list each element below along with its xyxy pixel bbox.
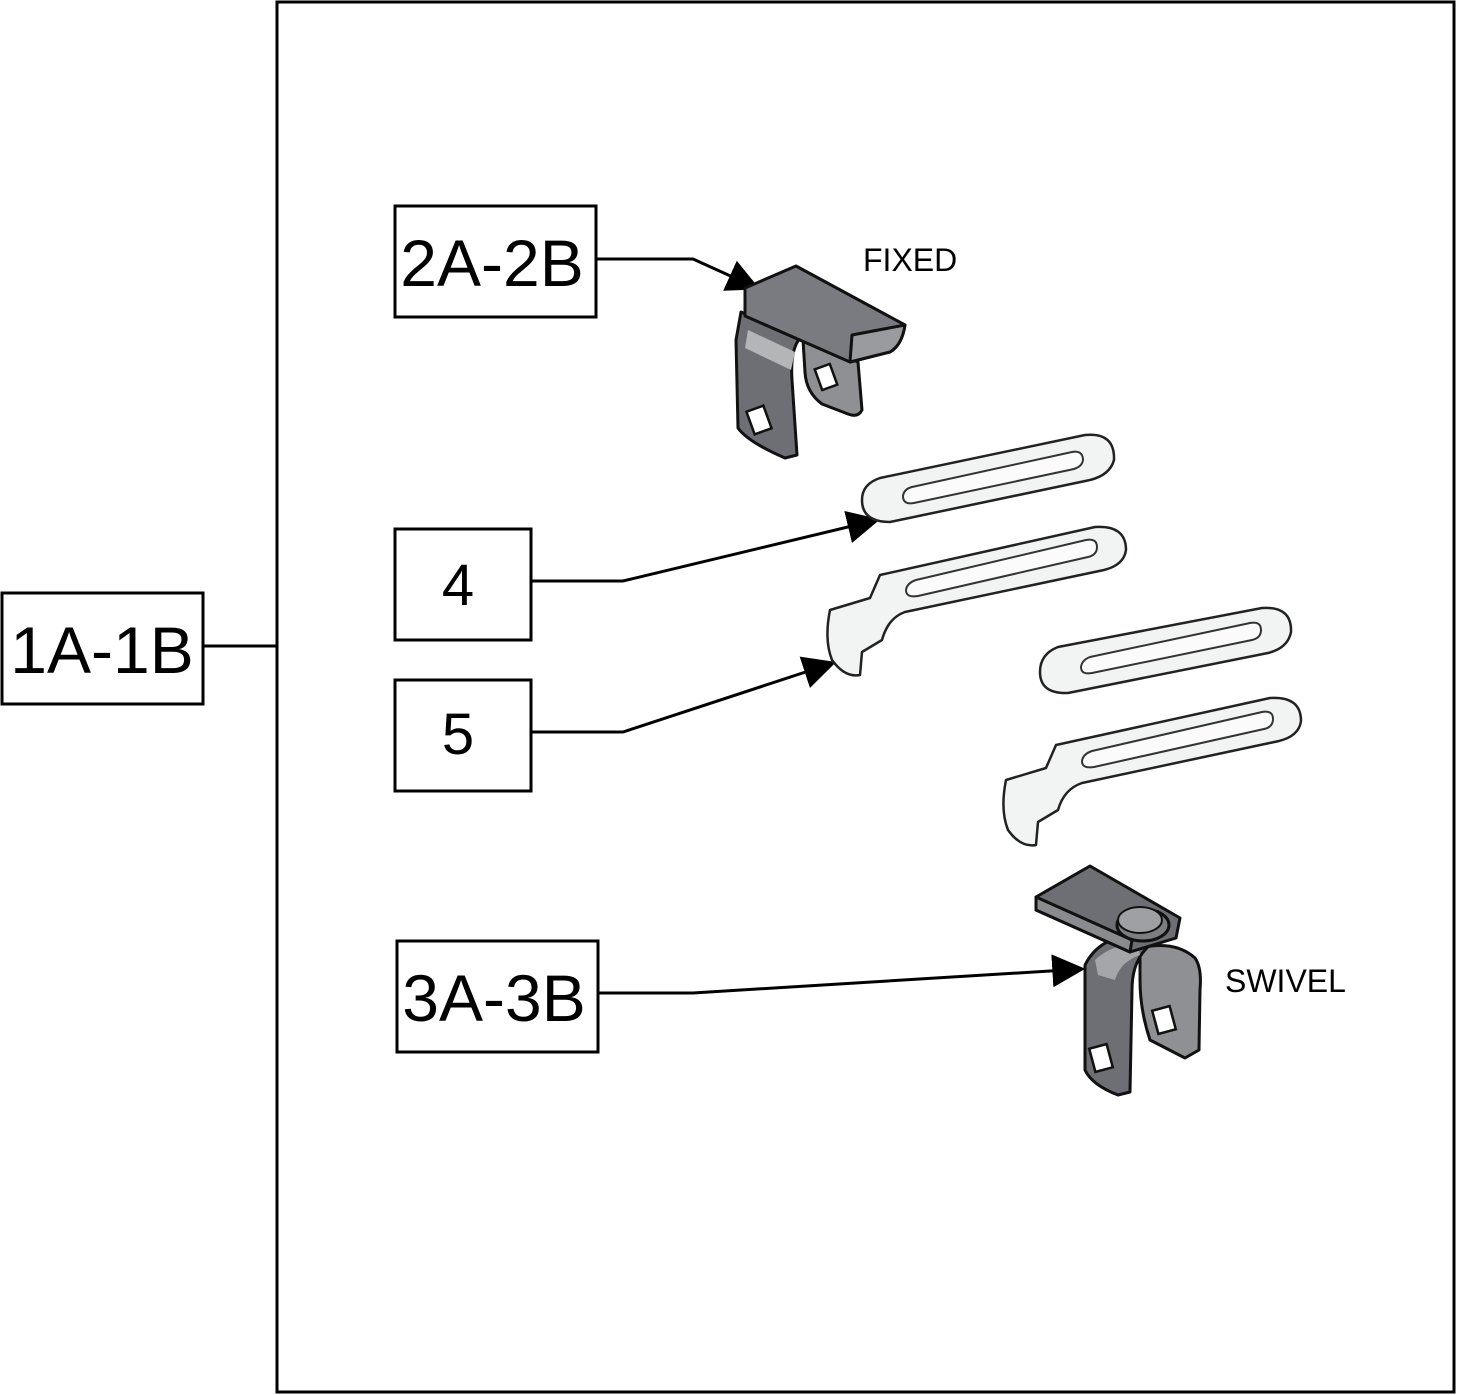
- callout-hooked-strap-label: 5: [442, 702, 474, 767]
- fixed-bracket-illustration: [734, 264, 907, 460]
- callout-swivel-bracket-label: 3A-3B: [402, 961, 585, 1035]
- callout-swivel-bracket: 3A-3B: [395, 939, 600, 1054]
- callout-assembly: 1A-1B: [0, 591, 205, 706]
- fixed-bracket-leader: [596, 257, 761, 291]
- fixed-note: FIXED: [863, 242, 957, 278]
- swivel-bracket-leader: [598, 954, 1086, 995]
- callout-fixed-bracket: 2A-2B: [393, 204, 598, 319]
- callout-flat-strap: 4: [393, 527, 533, 642]
- hooked-strap-illustration: [826, 525, 1128, 677]
- diagram-frame: [275, 0, 1456, 1394]
- flat-strap-pair-illustration: [1038, 606, 1293, 695]
- swivel-note: SWIVEL: [1225, 963, 1346, 999]
- callout-flat-strap-label: 4: [442, 553, 474, 618]
- swivel-bracket-illustration: [1034, 864, 1202, 1097]
- flat-strap-illustration: [860, 433, 1116, 524]
- hooked-strap-pair-illustration: [1002, 696, 1303, 847]
- callout-assembly-label: 1A-1B: [10, 613, 193, 687]
- hooked-strap-leader: [531, 656, 837, 734]
- callout-hooked-strap: 5: [393, 678, 533, 793]
- callout-fixed-bracket-label: 2A-2B: [400, 226, 583, 300]
- flat-strap-leader: [531, 510, 881, 583]
